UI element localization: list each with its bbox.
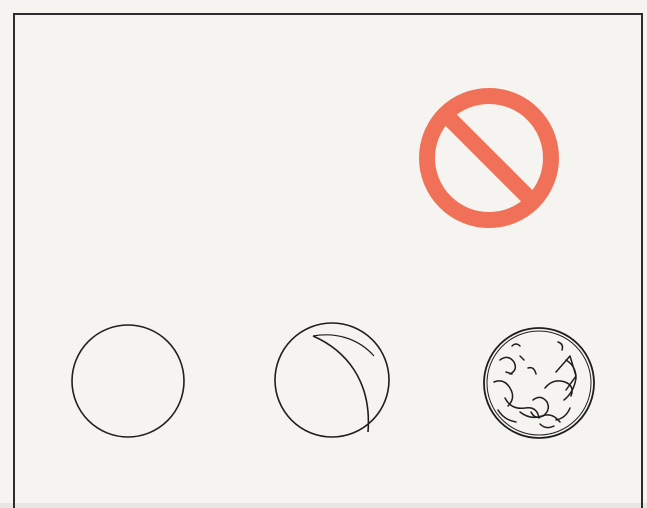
prohibited-sign-icon xyxy=(427,96,551,220)
crescent-circle-icon xyxy=(275,323,389,437)
empty-circle-icon xyxy=(72,325,184,437)
textured-circle-icon xyxy=(484,328,594,438)
